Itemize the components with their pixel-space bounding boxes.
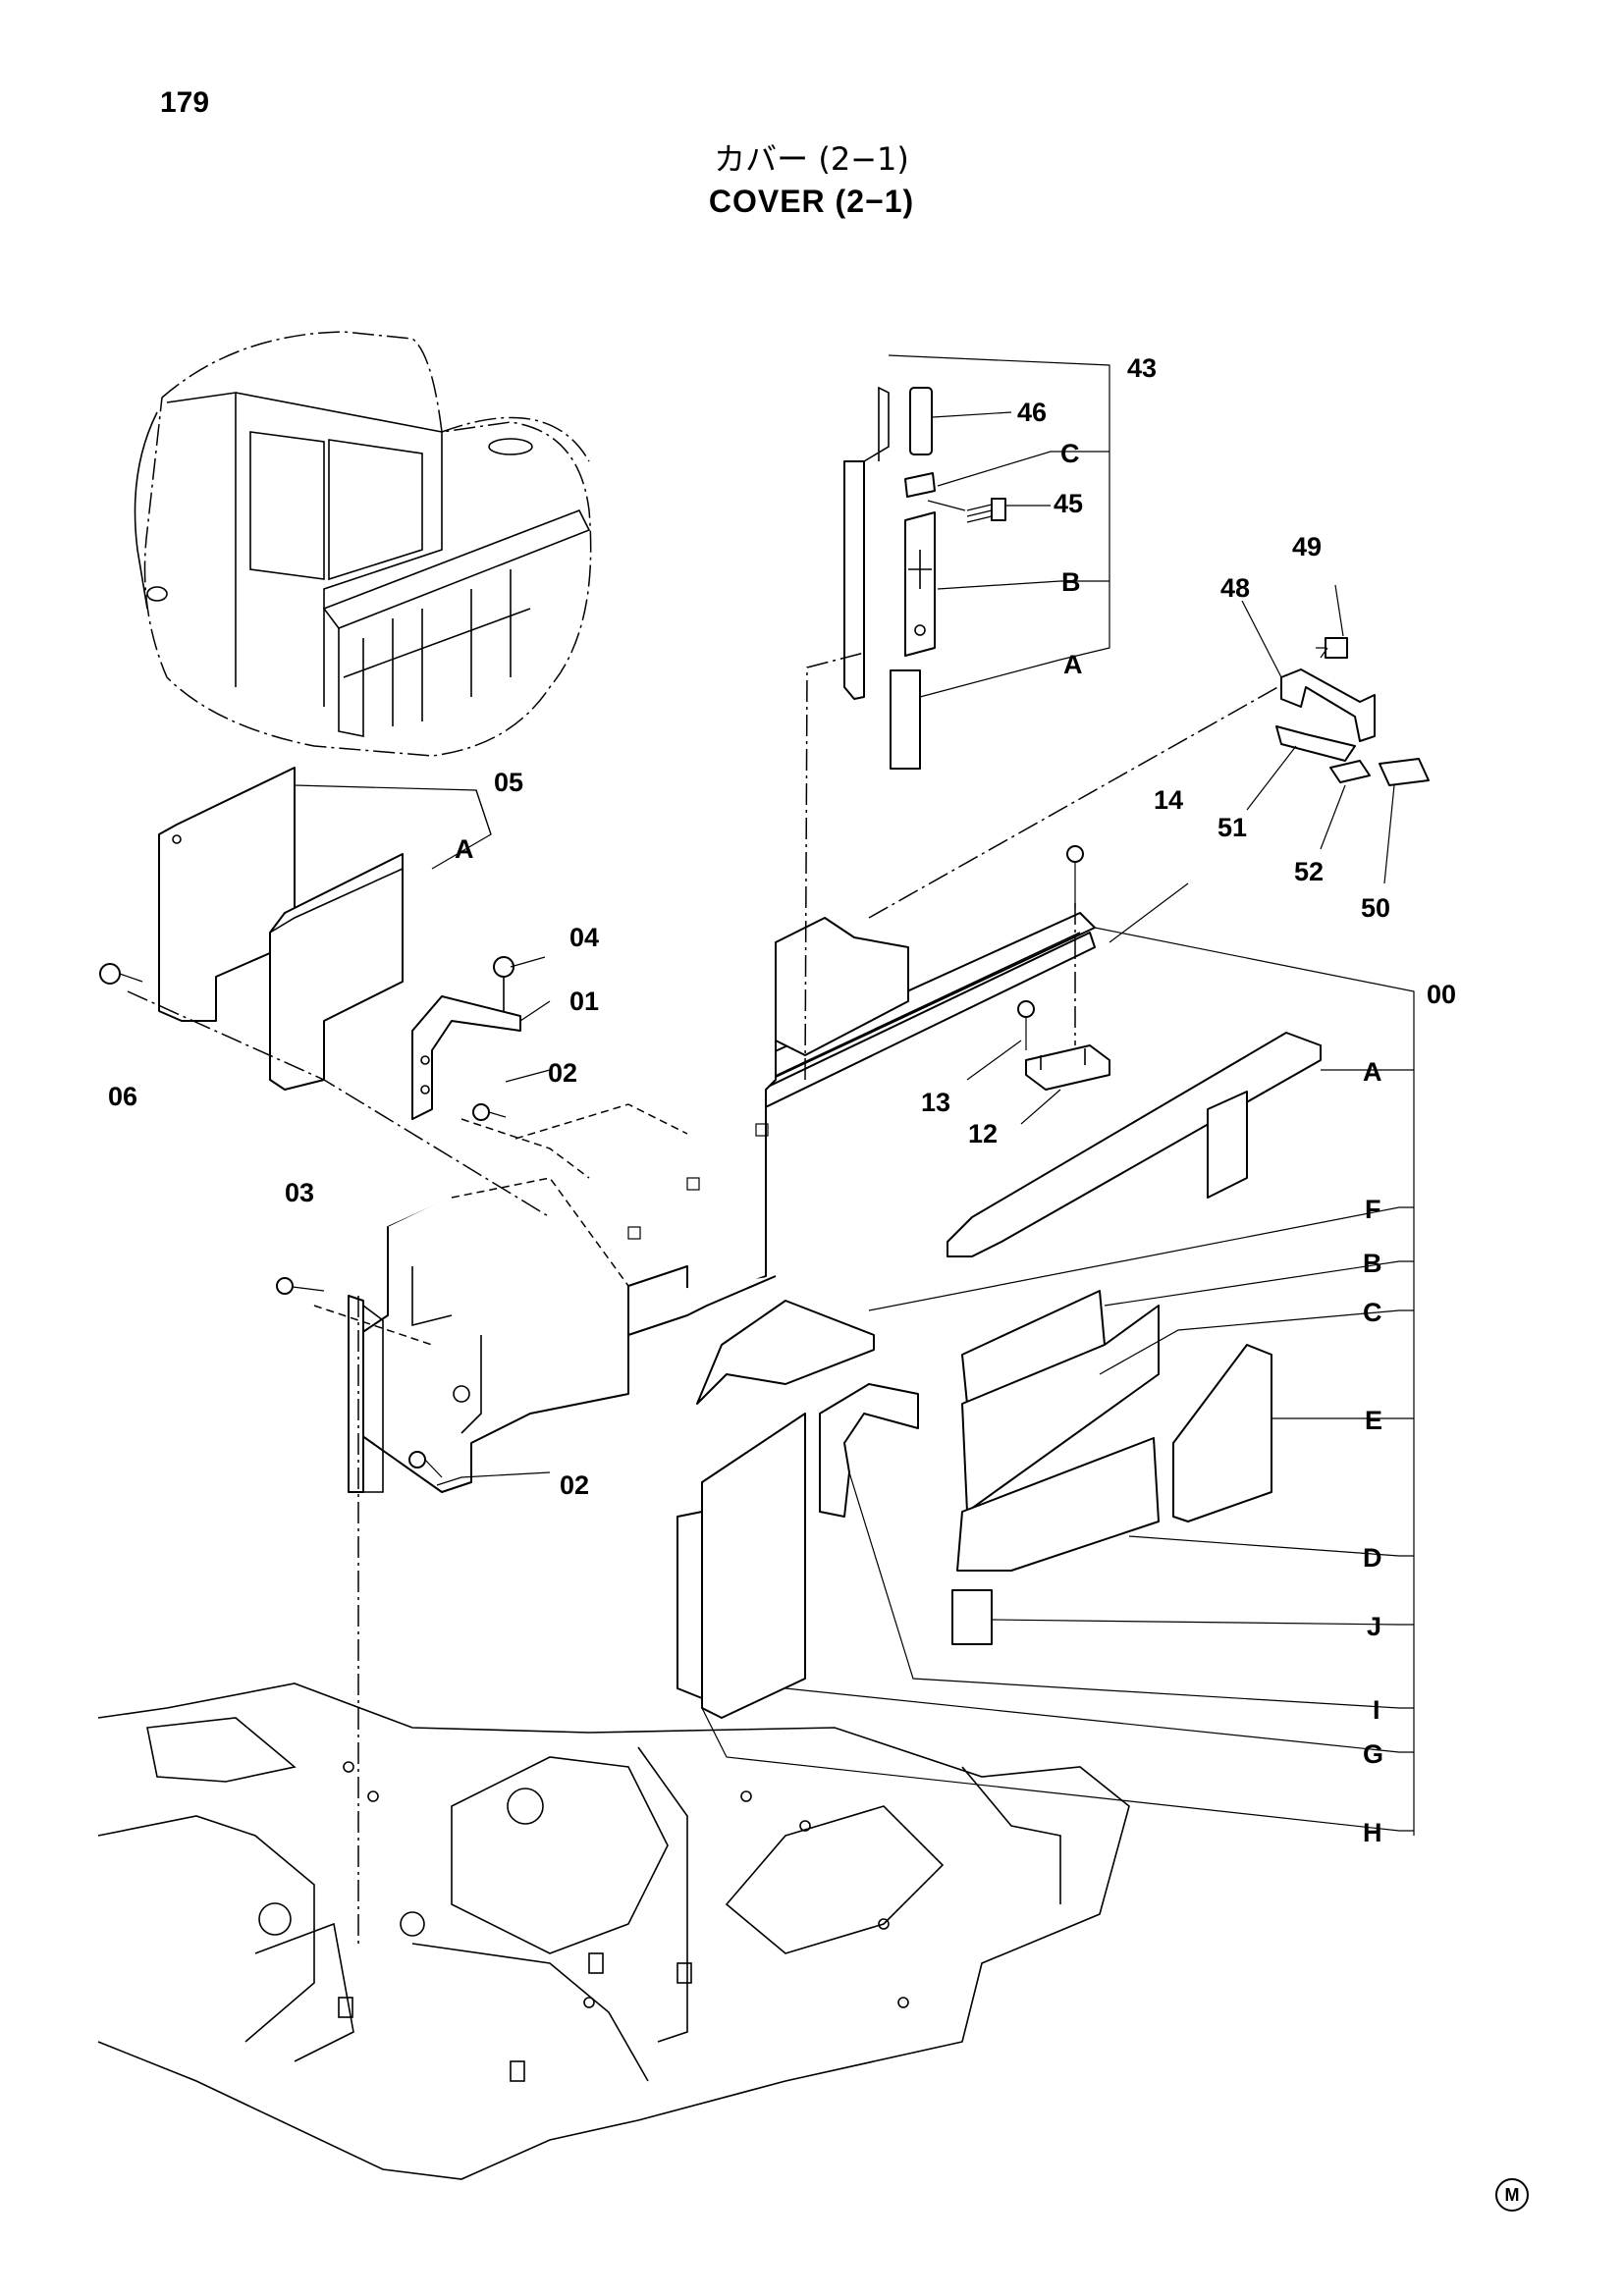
- callout-g: G: [1363, 1739, 1384, 1769]
- callout-c-top: C: [1060, 439, 1080, 468]
- callout-04: 04: [569, 923, 600, 952]
- callout-c: C: [1363, 1298, 1382, 1327]
- pad-F: [696, 1300, 875, 1405]
- bracket-12: [1017, 845, 1110, 1091]
- bracket-01: [411, 956, 521, 1120]
- callout-b-top: B: [1061, 567, 1081, 597]
- callout-48: 48: [1220, 573, 1251, 603]
- vertical-strip-03: [276, 1277, 384, 1493]
- callout-b: B: [1363, 1249, 1382, 1278]
- bracket-48-group: [1275, 637, 1430, 786]
- cover-panel-05: [158, 767, 404, 1091]
- callout-h: H: [1363, 1818, 1382, 1847]
- page-title: カバー (2−1) COVER (2−1): [0, 137, 1623, 222]
- callout-13: 13: [921, 1088, 951, 1117]
- callout-d: D: [1363, 1543, 1382, 1573]
- pad-I: [819, 1383, 919, 1518]
- callout-i: I: [1373, 1695, 1380, 1725]
- title-japanese: カバー (2−1): [714, 140, 909, 178]
- callout-49: 49: [1292, 532, 1323, 561]
- callout-a-main: A: [1363, 1057, 1382, 1087]
- callout-a-left: A: [455, 834, 474, 864]
- callout-52: 52: [1294, 857, 1325, 886]
- callout-51: 51: [1217, 813, 1248, 842]
- callout-03: 03: [285, 1178, 315, 1207]
- callout-00: 00: [1427, 980, 1457, 1009]
- pad-D-J: [951, 1437, 1160, 1645]
- base-frame: [97, 1682, 1130, 2180]
- callout-01: 01: [569, 987, 600, 1016]
- callout-j: J: [1367, 1612, 1382, 1641]
- callout-12: 12: [968, 1119, 999, 1148]
- part-43-group: [843, 386, 1006, 770]
- callout-f: F: [1365, 1195, 1381, 1224]
- leader-lines: [99, 354, 1415, 1944]
- callout-a-top: A: [1063, 650, 1083, 679]
- callout-e: E: [1365, 1406, 1383, 1435]
- pad-G-H: [676, 1413, 806, 1719]
- callout-14: 14: [1154, 785, 1184, 815]
- callout-46: 46: [1017, 398, 1048, 427]
- pad-E: [1172, 1344, 1272, 1522]
- callout-50: 50: [1361, 893, 1391, 923]
- callout-02-lower: 02: [560, 1470, 590, 1500]
- pad-B-C: [961, 1290, 1160, 1513]
- page-number: 179: [160, 86, 210, 119]
- main-cover-beam: [357, 912, 1096, 1493]
- pad-A: [947, 1032, 1322, 1257]
- callout-06: 06: [108, 1082, 138, 1111]
- excavator-overview-illustration: [134, 331, 592, 757]
- callout-02-upper: 02: [548, 1058, 578, 1088]
- callout-45: 45: [1054, 489, 1084, 518]
- title-english: COVER (2−1): [708, 184, 915, 219]
- callout-05: 05: [494, 768, 524, 797]
- callout-43: 43: [1127, 353, 1158, 383]
- footer-mark: M: [1495, 2178, 1529, 2212]
